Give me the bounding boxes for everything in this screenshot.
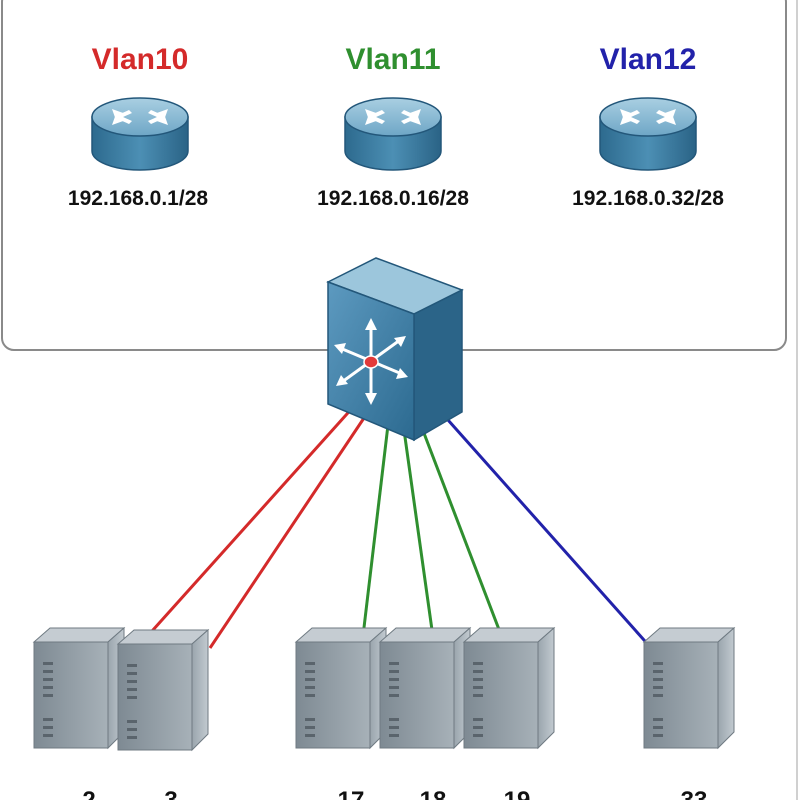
- vlan12-router-icon[interactable]: [599, 97, 697, 171]
- host-label-2: 2: [82, 787, 95, 800]
- links: [133, 403, 662, 659]
- host-label-18: 18: [420, 787, 447, 800]
- vlan12-title: Vlan12: [600, 43, 697, 76]
- server-host-2[interactable]: 2: [33, 627, 125, 800]
- link-switch-host-3: [208, 411, 370, 649]
- vlan10-subnet: 192.168.0.1/28: [68, 187, 208, 210]
- server-host-33[interactable]: 33: [643, 627, 735, 800]
- server-icon: [33, 627, 125, 749]
- vlan11-title: Vlan11: [345, 43, 440, 76]
- link-switch-host-17: [361, 424, 390, 637]
- vlan12-subnet: 192.168.0.32/28: [572, 187, 724, 210]
- server-icon: [463, 627, 555, 749]
- vlan10-router-icon[interactable]: [91, 97, 189, 171]
- vlan10-router-group: Vlan10 192.168.0.1/28: [68, 43, 208, 210]
- vlan11-router-icon[interactable]: [344, 97, 442, 171]
- server-host-19[interactable]: 19: [463, 627, 555, 800]
- server-icon: [643, 627, 735, 749]
- server-icon: [295, 627, 387, 749]
- vlan11-router-group: Vlan11 192.168.0.16/28: [317, 43, 469, 210]
- link-switch-host-2: [133, 403, 357, 652]
- host-label-19: 19: [504, 787, 531, 800]
- host-label-3: 3: [164, 787, 177, 800]
- server-icon: [117, 629, 209, 751]
- link-switch-host-19: [420, 427, 505, 641]
- multilayer-switch[interactable]: [326, 257, 464, 442]
- server-icon: [379, 627, 471, 749]
- vlan10-title: Vlan10: [92, 43, 189, 76]
- server-host-3[interactable]: 3: [117, 629, 209, 800]
- host-label-33: 33: [681, 787, 708, 800]
- server-host-17[interactable]: 17: [295, 627, 387, 800]
- host-label-17: 17: [338, 787, 365, 800]
- switch-side-face: [413, 288, 463, 442]
- multilayer-switch-icon: [334, 318, 408, 405]
- server-host-18[interactable]: 18: [379, 627, 471, 800]
- link-switch-host-33: [446, 419, 662, 659]
- vlan11-subnet: 192.168.0.16/28: [317, 187, 469, 210]
- vlan12-router-group: Vlan12 192.168.0.32/28: [572, 43, 724, 210]
- link-switch-host-18: [402, 429, 434, 631]
